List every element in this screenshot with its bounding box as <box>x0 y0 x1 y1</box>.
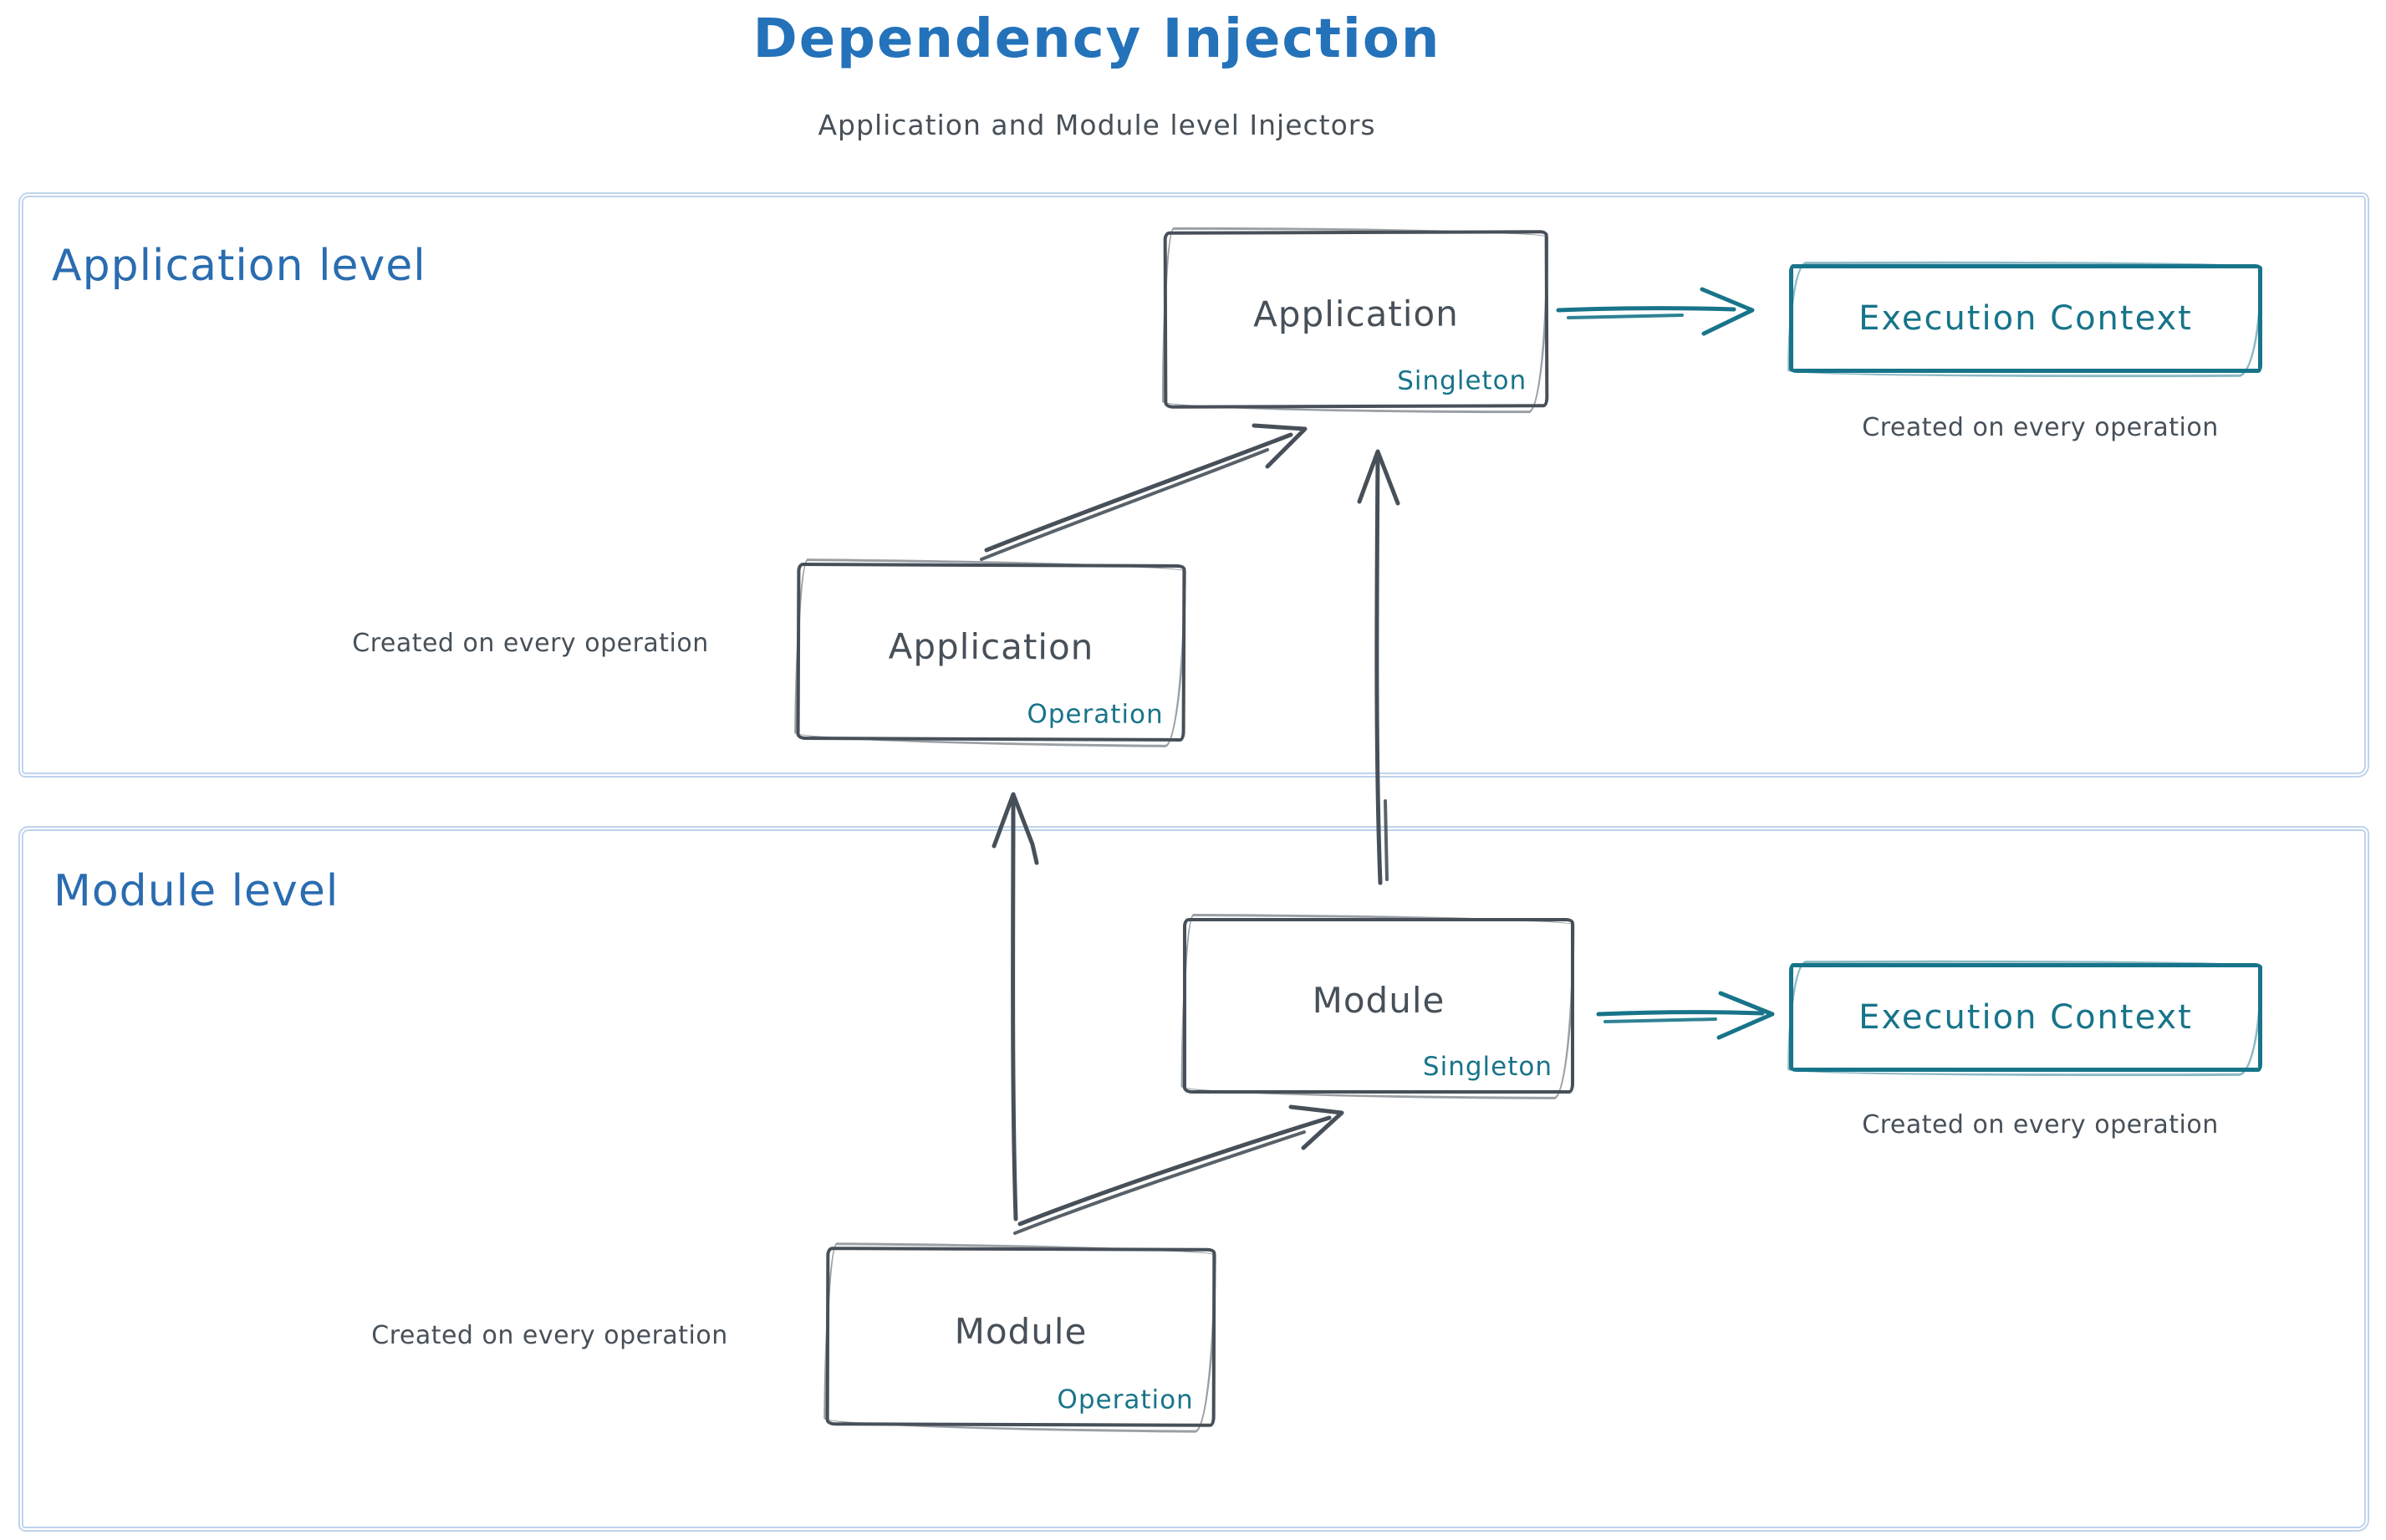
scope-label-singleton: Singleton <box>1397 365 1527 396</box>
section-application-level <box>18 192 2369 778</box>
node-title: Module <box>1312 979 1445 1021</box>
caption-application-operation: Created on every operation <box>352 629 709 658</box>
node-application-operation: Application Operation <box>796 562 1186 742</box>
execution-context-label: Execution Context <box>1858 998 2193 1037</box>
page-subtitle: Application and Module level Injectors <box>818 109 1376 141</box>
scope-label-operation: Operation <box>1027 699 1164 730</box>
execution-context-label: Execution Context <box>1858 299 2193 338</box>
node-module-operation: Module Operation <box>825 1247 1216 1427</box>
scope-label-operation: Operation <box>1057 1384 1194 1415</box>
caption-execution-context-application: Created on every operation <box>1862 413 2219 442</box>
node-title: Application <box>888 625 1094 668</box>
node-title: Module <box>954 1310 1088 1352</box>
node-module-singleton: Module Singleton <box>1183 918 1574 1094</box>
caption-execution-context-module: Created on every operation <box>1862 1110 2219 1140</box>
caption-module-operation: Created on every operation <box>371 1321 728 1350</box>
section-module-level <box>18 826 2369 1532</box>
node-application-singleton: Application Singleton <box>1163 230 1549 409</box>
scope-label-singleton: Singleton <box>1422 1052 1552 1082</box>
page-title: Dependency Injection <box>752 8 1441 70</box>
execution-context-box-module: Execution Context <box>1789 963 2262 1072</box>
application-level-label: Application level <box>52 241 426 291</box>
execution-context-box-application: Execution Context <box>1789 264 2262 373</box>
node-title: Application <box>1253 293 1459 334</box>
module-level-label: Module level <box>54 866 339 916</box>
